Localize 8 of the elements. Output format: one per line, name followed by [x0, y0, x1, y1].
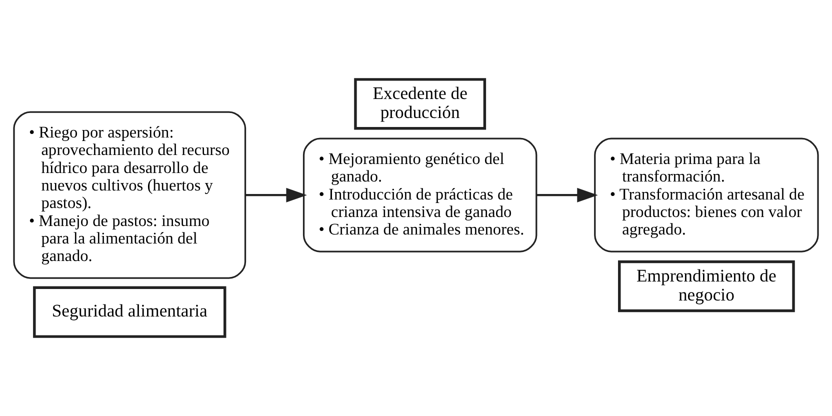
arrow	[536, 188, 598, 202]
node-box: • Riego por aspersión: aprovechamiento del recurso hídrico para desarrollo de nuevos cultivos (huertos y pastos). • Manejo de pastos: insumo para la alimentación del ganado.	[13, 111, 246, 279]
node-box: Excedente de producción	[354, 78, 486, 130]
node-box: Emprendimiento de negocio	[618, 260, 795, 312]
arrow	[246, 188, 307, 202]
node-box: • Mejoramiento genético del ganado. • Introducción de prácticas de crianza intensiva de ganado • Crianza de animales menores.	[302, 138, 538, 252]
node-box: Seguridad alimentaria	[33, 286, 226, 338]
node-box: • Materia prima para la transformación. • Transformación artesanal de productos: bienes con valor agregado.	[594, 138, 819, 252]
